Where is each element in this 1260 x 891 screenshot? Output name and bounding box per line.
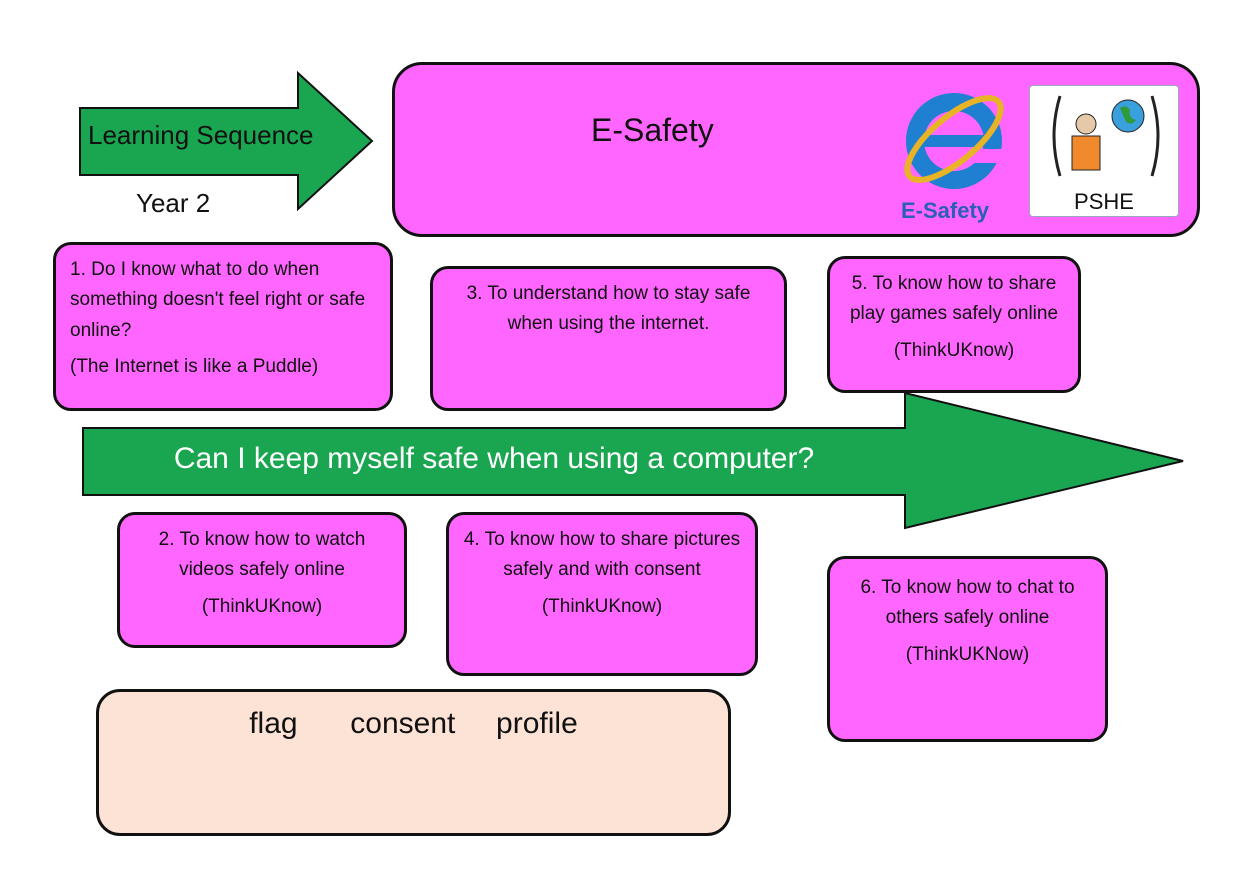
- step-note: (ThinkUKnow): [893, 339, 1015, 361]
- step-note: (The Internet is like a Puddle): [70, 356, 319, 378]
- vocabulary-box: flag consent profile: [96, 689, 731, 836]
- step-text: 3. To understand how to stay safe when u…: [466, 283, 751, 335]
- step-1-box: 1. Do I know what to do when something d…: [53, 242, 393, 411]
- step-5-box: 5. To know how to share play games safel…: [827, 256, 1081, 393]
- step-note: (ThinkUKnow): [541, 595, 663, 617]
- step-text: 4. To know how to share pictures safely …: [463, 529, 741, 581]
- title-banner: E-Safety E-Safety PSHE: [392, 62, 1200, 237]
- step-text: 6. To know how to chat to others safely …: [860, 577, 1075, 629]
- main-question-arrow: [82, 391, 1184, 530]
- pshe-person-globe-icon: [1052, 95, 1160, 177]
- pshe-logo-text: PSHE: [1074, 189, 1134, 214]
- main-question: Can I keep myself safe when using a comp…: [173, 442, 815, 475]
- step-6-box: 6. To know how to chat to others safely …: [827, 556, 1108, 742]
- esafety-logo-text: E-Safety: [901, 198, 990, 223]
- esafety-logo: E-Safety: [899, 81, 1009, 223]
- step-note: (ThinkUKNow): [905, 643, 1030, 665]
- step-text: 1. Do I know what to do when something d…: [70, 259, 366, 341]
- step-2-box: 2. To know how to watch videos safely on…: [117, 512, 407, 648]
- vocab-word: profile: [496, 707, 578, 740]
- step-text: 2. To know how to watch videos safely on…: [158, 529, 366, 581]
- ie-logo-icon: [904, 93, 1009, 189]
- vocab-word: consent: [350, 707, 456, 740]
- learning-sequence-arrow: [79, 70, 374, 212]
- pshe-logo: PSHE: [1029, 85, 1179, 217]
- vocab-word: flag: [249, 707, 298, 740]
- step-note: (ThinkUKnow): [201, 595, 323, 617]
- year-label: Year 2: [136, 188, 211, 218]
- step-4-box: 4. To know how to share pictures safely …: [446, 512, 758, 676]
- learning-sequence-label: Learning Sequence: [88, 120, 314, 150]
- step-text: 5. To know how to share play games safel…: [849, 273, 1059, 325]
- step-3-box: 3. To understand how to stay safe when u…: [430, 266, 787, 411]
- page-title: E-Safety: [591, 112, 714, 148]
